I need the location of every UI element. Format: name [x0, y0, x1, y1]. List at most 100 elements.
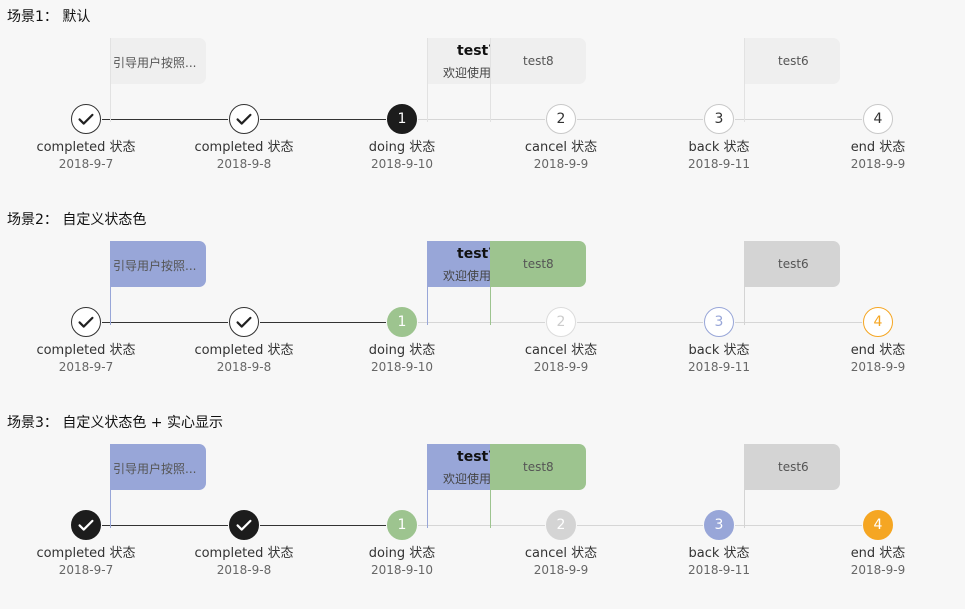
- step-connector: [102, 119, 228, 120]
- step-label: doing 状态: [368, 343, 436, 358]
- step-label: back 状态: [688, 140, 750, 155]
- check-icon[interactable]: [229, 307, 259, 337]
- step-date: 2018-9-9: [850, 360, 906, 374]
- flag-pole: [744, 38, 745, 122]
- step-date: 2018-9-9: [850, 157, 906, 171]
- step-label: completed 状态: [36, 546, 136, 561]
- check-icon[interactable]: [229, 510, 259, 540]
- step-connector: [102, 322, 228, 323]
- step-date: 2018-9-9: [850, 563, 906, 577]
- step-connector: [735, 119, 862, 120]
- check-icon[interactable]: [229, 104, 259, 134]
- scenario-2: 场景2： 自定义状态色引导用户按照... test7 欢迎使用 test8 test6 c…: [0, 203, 965, 406]
- flag-test8[interactable]: test8: [490, 241, 586, 325]
- flag-label: 引导用户按照...: [113, 259, 197, 273]
- step-label: cancel 状态: [524, 343, 598, 358]
- step-number[interactable]: 3: [704, 307, 734, 337]
- step-date: 2018-9-9: [533, 360, 589, 374]
- step-1[interactable]: completed 状态 2018-9-7: [11, 307, 161, 375]
- step-label: cancel 状态: [524, 546, 598, 561]
- step-date: 2018-9-11: [687, 157, 751, 171]
- step-label: back 状态: [688, 343, 750, 358]
- flag-guide[interactable]: 引导用户按照...: [110, 444, 206, 528]
- step-number[interactable]: 4: [863, 307, 893, 337]
- step-date: 2018-9-8: [216, 563, 272, 577]
- flag-pole: [110, 241, 111, 325]
- flag-pole: [490, 241, 491, 325]
- step-6[interactable]: 4 end 状态 2018-9-9: [803, 307, 953, 375]
- flag-subtitle: 欢迎使用: [443, 269, 492, 283]
- step-number[interactable]: 1: [387, 307, 417, 337]
- step-date: 2018-9-11: [687, 563, 751, 577]
- step-number[interactable]: 2: [546, 510, 576, 540]
- flag-label: test8: [523, 54, 554, 68]
- step-connector: [735, 525, 862, 526]
- flag-guide[interactable]: 引导用户按照...: [110, 241, 206, 325]
- step-2[interactable]: completed 状态 2018-9-8: [169, 510, 319, 578]
- flag-test6[interactable]: test6: [744, 444, 840, 528]
- scenario-title: 场景3： 自定义状态色 + 实心显示: [7, 415, 223, 431]
- step-connector: [260, 525, 386, 526]
- step-connector: [418, 525, 545, 526]
- step-label: end 状态: [850, 343, 906, 358]
- step-label: back 状态: [688, 546, 750, 561]
- flag-pole: [490, 38, 491, 122]
- step-connector: [260, 322, 386, 323]
- step-number[interactable]: 3: [704, 510, 734, 540]
- step-date: 2018-9-10: [370, 157, 434, 171]
- step-4[interactable]: 2 cancel 状态 2018-9-9: [486, 307, 636, 375]
- flag-test6[interactable]: test6: [744, 241, 840, 325]
- scenario-title: 场景2： 自定义状态色: [7, 212, 147, 228]
- step-number[interactable]: 1: [387, 104, 417, 134]
- step-number[interactable]: 2: [546, 307, 576, 337]
- step-connector: [577, 322, 703, 323]
- flag-label: test8: [523, 257, 554, 271]
- flag-pole: [744, 241, 745, 325]
- flag-title: test7: [457, 449, 498, 465]
- step-date: 2018-9-10: [370, 563, 434, 577]
- step-connector: [577, 525, 703, 526]
- step-number[interactable]: 4: [863, 510, 893, 540]
- flag-label: 引导用户按照...: [113, 56, 197, 70]
- flag-guide[interactable]: 引导用户按照...: [110, 38, 206, 122]
- step-date: 2018-9-9: [533, 157, 589, 171]
- step-label: completed 状态: [194, 343, 294, 358]
- step-number[interactable]: 4: [863, 104, 893, 134]
- step-3[interactable]: 1 doing 状态 2018-9-10: [327, 104, 477, 172]
- step-5[interactable]: 3 back 状态 2018-9-11: [644, 510, 794, 578]
- flag-pole: [427, 444, 428, 528]
- step-label: completed 状态: [36, 343, 136, 358]
- step-number[interactable]: 2: [546, 104, 576, 134]
- flag-test8[interactable]: test8: [490, 38, 586, 122]
- flag-subtitle: 欢迎使用: [443, 66, 492, 80]
- step-connector: [102, 525, 228, 526]
- flag-test6[interactable]: test6: [744, 38, 840, 122]
- step-number[interactable]: 1: [387, 510, 417, 540]
- check-icon[interactable]: [71, 104, 101, 134]
- step-date: 2018-9-8: [216, 157, 272, 171]
- step-label: completed 状态: [36, 140, 136, 155]
- step-date: 2018-9-7: [58, 360, 114, 374]
- step-number[interactable]: 3: [704, 104, 734, 134]
- step-label: doing 状态: [368, 140, 436, 155]
- flag-test8[interactable]: test8: [490, 444, 586, 528]
- step-5[interactable]: 3 back 状态 2018-9-11: [644, 104, 794, 172]
- step-connector: [418, 119, 545, 120]
- check-icon[interactable]: [71, 510, 101, 540]
- step-label: completed 状态: [194, 546, 294, 561]
- check-icon[interactable]: [71, 307, 101, 337]
- flag-title: test7: [457, 246, 498, 262]
- flag-title: test7: [457, 43, 498, 59]
